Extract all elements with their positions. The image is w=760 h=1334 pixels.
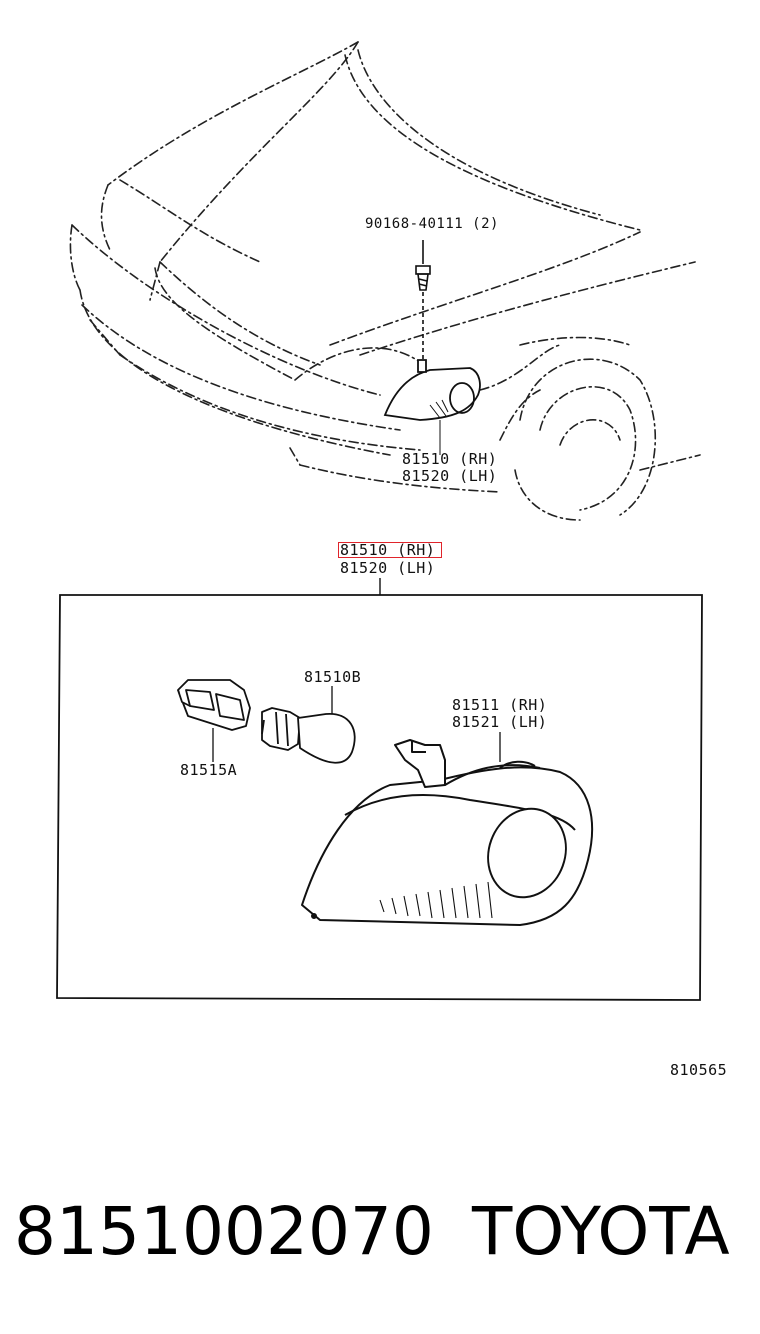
unit-lh-label: 81521 (LH) [452,713,548,731]
lamp-assembly-icon [301,732,594,926]
detail-frame [56,594,703,1001]
part-highlight-box [338,542,442,558]
socket-label: 81515A [180,761,238,779]
brand-name: TOYOTA [472,1193,730,1270]
part-number: 8151002070 [14,1193,434,1270]
assy-rh-label: 81510 (RH) [340,541,436,559]
unit-rh-label: 81511 (RH) [452,696,548,714]
fastener-label: 90168-40111 (2) [365,216,499,232]
overview-lamp-rh-label: 81510 (RH) [402,450,498,468]
bulb-label: 81510B [304,668,362,686]
screw-icon [415,240,431,360]
diagram-code: 810565 [670,1061,728,1079]
bulb-icon [261,686,356,764]
assy-lh-label: 81520 (LH) [340,559,436,577]
socket-icon [177,679,251,762]
car-front-outline [69,41,701,521]
overview-lamp-lh-label: 81520 (LH) [402,467,498,485]
overview-lamp-icon [383,359,481,455]
